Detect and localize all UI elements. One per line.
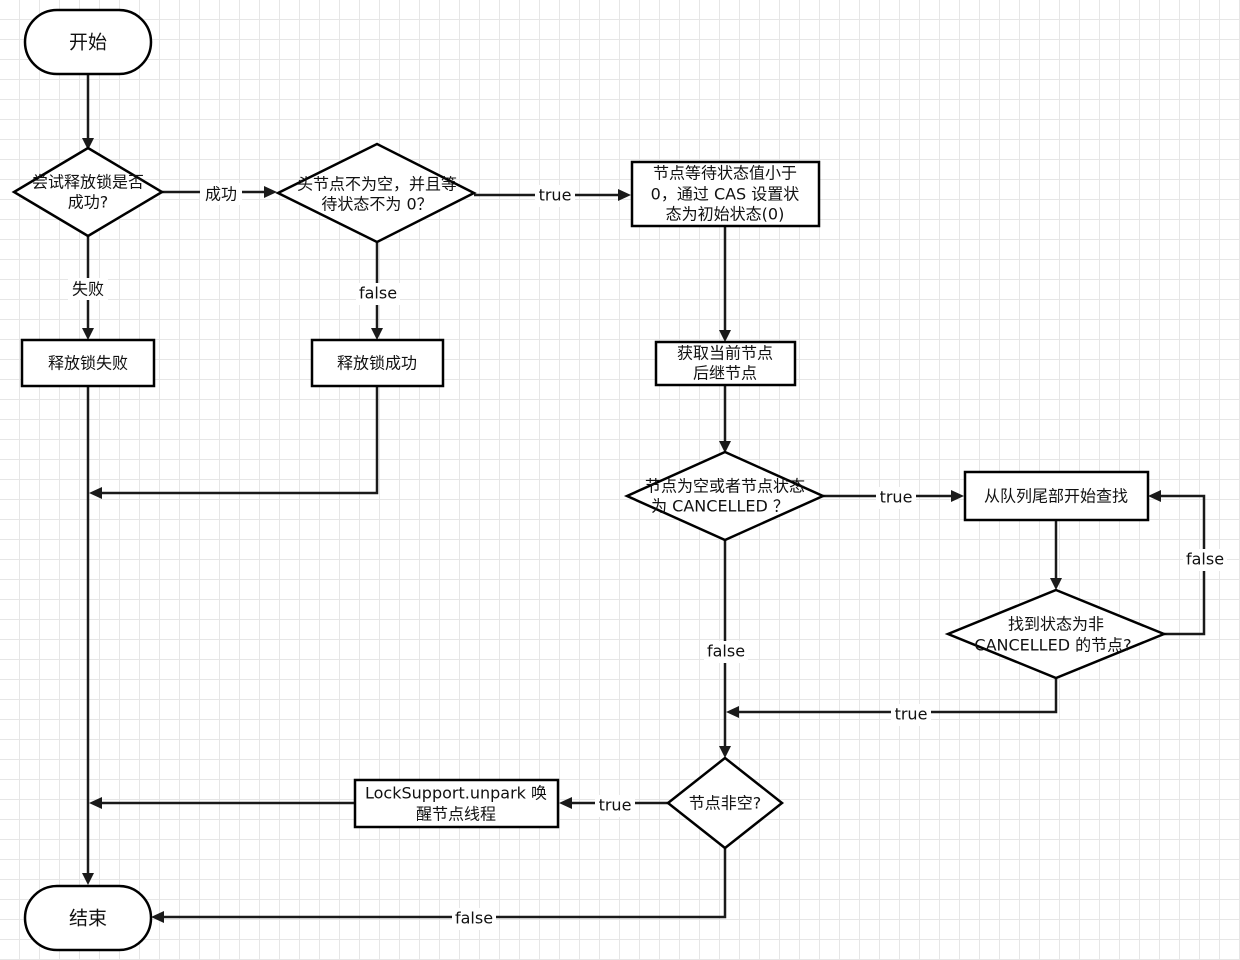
arrowhead-icon xyxy=(618,189,631,201)
node-node-not-null: 节点非空? xyxy=(665,756,785,850)
node-node-not-null-label: 节点非空? xyxy=(689,794,762,813)
arrowhead-icon xyxy=(1050,578,1062,590)
node-search-from-tail: 从队列尾部开始查找 xyxy=(963,470,1150,522)
edge-release-success-to-end-line xyxy=(102,386,379,495)
node-release-fail: 释放锁失败 xyxy=(20,338,156,388)
node-head-check: 头节点不为空，并且等 待状态不为 0？ xyxy=(275,142,477,244)
node-end-label: 结束 xyxy=(69,908,107,930)
edge-label-success: 成功 xyxy=(205,185,237,204)
arrowhead-icon xyxy=(82,873,94,885)
node-get-successor-line-1: 获取当前节点 xyxy=(677,344,773,363)
edge-label-fail: 失败 xyxy=(72,280,104,299)
node-release-fail-label: 释放锁失败 xyxy=(48,354,128,373)
node-cas-set-line-1: 节点等待状态值小于 xyxy=(653,164,797,183)
node-cas-set-line-3: 态为初始状态(0) xyxy=(666,205,785,224)
node-try-release: 尝试释放锁是否 成功? xyxy=(11,146,165,238)
edge-label-head-true: true xyxy=(539,186,572,205)
edge-label-head-false: false xyxy=(359,284,397,303)
arrowhead-icon xyxy=(719,746,731,758)
edge-label-cancelled-true: true xyxy=(880,488,913,507)
edge-labels: 成功 失败 true false true false false true t… xyxy=(68,183,1227,930)
node-found-non-cancelled-line-2: CANCELLED 的节点? xyxy=(974,636,1131,655)
node-found-non-cancelled-line-1: 找到状态为非 xyxy=(1008,615,1104,634)
node-start-label: 开始 xyxy=(69,32,107,54)
arrowhead-icon xyxy=(951,490,964,502)
edge-label-cancelled-false: false xyxy=(707,642,745,661)
node-unpark-line-2: 醒节点线程 xyxy=(416,805,496,824)
edge-node-not-null-to-end xyxy=(164,848,727,919)
node-release-success-label: 释放锁成功 xyxy=(337,354,417,373)
node-try-release-line-2: 成功? xyxy=(68,193,109,212)
node-cas-set: 节点等待状态值小于 0，通过 CAS 设置状 态为初始状态(0) xyxy=(630,160,821,228)
arrowhead-icon xyxy=(719,441,731,453)
node-unpark: LockSupport.unpark 唤 醒节点线程 xyxy=(353,778,560,829)
node-try-release-line-1: 尝试释放锁是否 xyxy=(32,173,144,192)
arrowhead-icon xyxy=(82,138,94,150)
edge-found-to-merge xyxy=(739,678,1058,714)
arrowhead-icon xyxy=(371,328,383,340)
edge-label-notnull-true: true xyxy=(599,796,632,815)
node-head-check-line-1: 头节点不为空，并且等 xyxy=(297,175,457,194)
arrowhead-icon xyxy=(89,487,102,499)
node-get-successor: 获取当前节点 后继节点 xyxy=(654,340,797,387)
node-unpark-line-1: LockSupport.unpark 唤 xyxy=(365,784,547,803)
node-null-or-cancelled-line-2: 为 CANCELLED ？ xyxy=(651,497,789,516)
node-release-success: 释放锁成功 xyxy=(310,338,445,388)
edge-label-notnull-false: false xyxy=(455,909,493,928)
node-search-from-tail-label: 从队列尾部开始查找 xyxy=(984,487,1128,506)
arrowhead-icon xyxy=(719,330,731,342)
arrowhead-icon xyxy=(89,797,102,809)
arrowhead-icon xyxy=(1148,490,1161,502)
node-null-or-cancelled-line-1: 节点为空或者节点状态 xyxy=(645,477,805,496)
node-start: 开始 xyxy=(23,8,153,76)
edge-label-search-false: false xyxy=(1186,550,1224,569)
node-cas-set-line-2: 0，通过 CAS 设置状 xyxy=(651,185,800,204)
edge-label-search-true: true xyxy=(895,705,928,724)
node-get-successor-line-2: 后继节点 xyxy=(693,364,757,383)
arrowhead-icon xyxy=(264,186,277,198)
arrowhead-icon xyxy=(559,797,572,809)
arrowhead-icon xyxy=(82,328,94,340)
arrowhead-icon xyxy=(151,911,164,923)
node-found-non-cancelled: 找到状态为非 CANCELLED 的节点? xyxy=(944,588,1168,680)
arrowhead-icon xyxy=(726,706,739,718)
node-end: 结束 xyxy=(23,884,153,952)
node-head-check-line-2: 待状态不为 0？ xyxy=(321,195,432,214)
node-null-or-cancelled: 节点为空或者节点状态 为 CANCELLED ？ xyxy=(623,450,827,542)
